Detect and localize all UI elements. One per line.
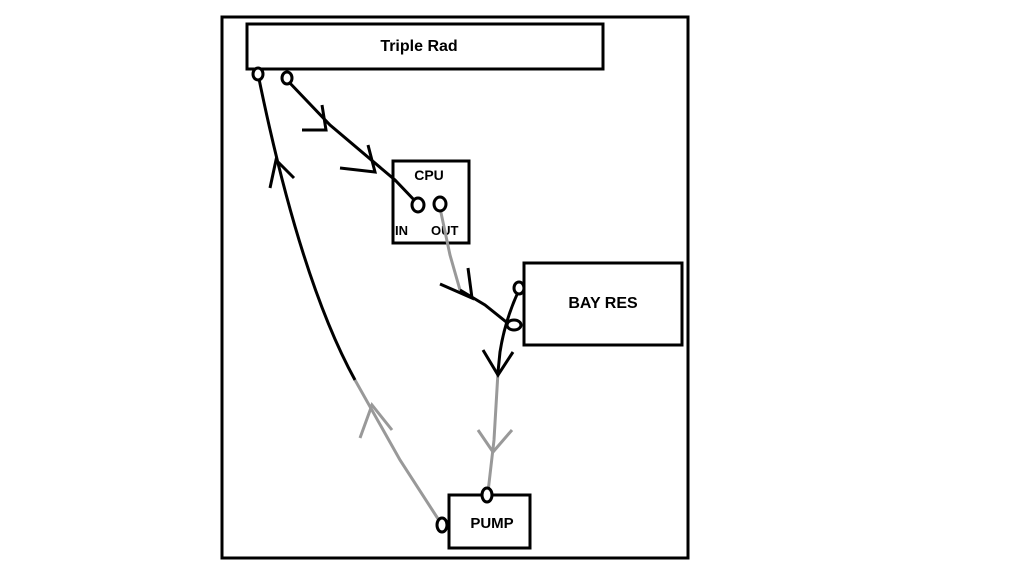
pump-box (447, 493, 532, 550)
tube-radiator-to-cpu (285, 78, 419, 205)
flow-arrow-reservoir-to-pump-2 (476, 429, 514, 455)
pump-label: PUMP (470, 515, 513, 532)
flow-arrow-pump-to-radiator-2 (268, 156, 296, 189)
pump-outlet-port (435, 516, 449, 534)
flow-arrow-radiator-to-cpu-1 (302, 104, 328, 132)
radiator-label: Triple Rad (380, 38, 457, 55)
radiator-box (245, 22, 605, 71)
reservoir-box (522, 261, 684, 347)
flow-arrow-pump-to-radiator-1 (358, 401, 394, 439)
cpu-in-port (410, 196, 426, 214)
reservoir-outlet-port (512, 280, 526, 296)
cpu-in-label: IN (395, 223, 408, 238)
radiator-inlet-port (251, 66, 265, 82)
tube-pump-to-radiator-gray (353, 379, 444, 526)
tube-reservoir-to-pump-gray (486, 371, 500, 493)
cpu-box (391, 159, 471, 245)
tube-cpu-to-reservoir-gray (438, 207, 462, 291)
flow-arrow-cpu-to-reservoir (439, 267, 474, 301)
pump-inlet-port (480, 486, 494, 504)
reservoir-inlet-port (505, 318, 523, 332)
flow-arrow-reservoir-to-pump-1 (481, 349, 515, 378)
radiator-outlet-port (280, 70, 294, 86)
cpu-label: CPU (414, 167, 444, 183)
reservoir-label: BAY RES (568, 295, 638, 312)
tube-pump-to-radiator-black (256, 73, 357, 381)
case-outline (220, 15, 690, 560)
flow-arrow-radiator-to-cpu-2 (339, 144, 378, 174)
cpu-out-port (432, 195, 448, 213)
